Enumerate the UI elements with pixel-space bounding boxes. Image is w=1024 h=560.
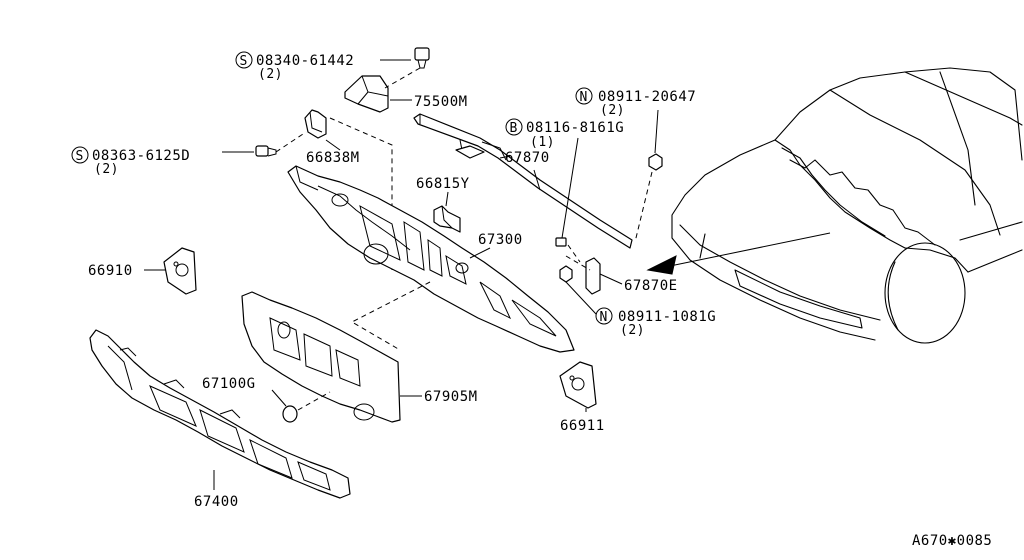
part-67100g-grommet [271, 389, 331, 423]
label-66815y: 66815Y [416, 176, 470, 192]
part-67400-cowl-panel [89, 329, 351, 499]
part-67300-dash-panel [287, 165, 575, 353]
part-66911-bracket [559, 361, 597, 412]
location-arrow [646, 232, 831, 275]
callout-n2-code: 08911-1081G [618, 309, 716, 325]
label-66838m: 66838M [306, 150, 360, 166]
label-66911: 66911 [560, 418, 605, 434]
callout-n2-prefix: N [600, 310, 608, 325]
part-66815y-clip [433, 191, 461, 233]
label-67100g: 67100G [202, 376, 256, 392]
callout-b1-qty: (1) [530, 135, 555, 150]
callout-n2-qty: (2) [620, 323, 645, 338]
callout-s-08363-6125d: S 08363-6125D (2) [71, 146, 190, 177]
label-67870: 67870 [505, 150, 550, 166]
callout-b1-code: 08116-8161G [526, 120, 624, 136]
callout-n1-qty: (2) [600, 103, 625, 118]
callout-s-08340-61442: S 08340-61442 (2) [235, 51, 354, 82]
callout-b-08116-8161g: B 08116-8161G (1) [505, 118, 624, 150]
bolt-08116-8161g [555, 137, 579, 247]
part-67870e-bracket [565, 244, 623, 295]
label-75500m: 75500M [414, 94, 468, 110]
part-66910-bracket [144, 247, 197, 295]
label-67400: 67400 [194, 494, 239, 510]
callout-n-08911-20647: N 08911-20647 (2) [575, 87, 696, 118]
callout-n1-code: 08911-20647 [598, 89, 696, 105]
part-67870-support-rod [413, 113, 633, 249]
label-66910: 66910 [88, 263, 133, 279]
screw-08340-61442 [380, 47, 430, 89]
car-front-illustration [671, 67, 1023, 344]
label-67300: 67300 [478, 232, 523, 248]
screw-08363-6125d [222, 131, 307, 157]
callout-s1-qty: (2) [258, 67, 283, 82]
callout-s2-code: 08363-6125D [92, 148, 190, 164]
nut-08911-20647 [634, 109, 663, 243]
callout-s2-prefix: S [76, 149, 84, 164]
label-67905m: 67905M [424, 389, 478, 405]
callout-s1-prefix: S [240, 54, 248, 69]
callout-s1-code: 08340-61442 [256, 53, 354, 69]
part-67905m-insulator [241, 291, 422, 423]
callout-n-08911-1081g: N 08911-1081G (2) [595, 307, 716, 338]
callout-n1-prefix: N [580, 90, 588, 105]
diagram-code: A670✱0085 [912, 533, 992, 549]
nut-08911-1081g [559, 265, 597, 315]
part-66838m-clip [304, 109, 341, 151]
part-75500m-bracket [344, 75, 412, 113]
label-67870e: 67870E [624, 278, 678, 294]
callout-b1-prefix: B [510, 121, 518, 136]
callout-s2-qty: (2) [94, 162, 119, 177]
